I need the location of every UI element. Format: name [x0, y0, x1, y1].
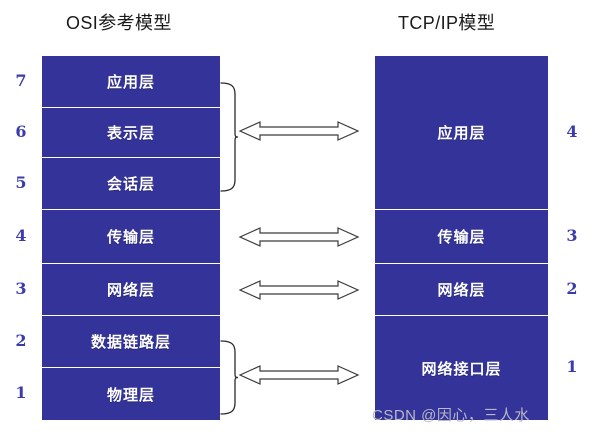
osi-layer-label: 网络层 — [106, 281, 155, 299]
tcpip-layer-stack: 应用层传输层网络层网络接口层 — [375, 56, 548, 420]
osi-layer-3[interactable]: 网络层 — [42, 264, 220, 315]
tcpip-layer-label: 网络层 — [437, 281, 486, 299]
grouping-brace-link-group — [220, 340, 240, 415]
mapping-arrow-link-group — [238, 362, 360, 388]
osi-layer-stack: 应用层表示层会话层传输层网络层数据链路层物理层 — [42, 56, 220, 420]
osi-layer-number-6: 6 — [15, 121, 27, 141]
osi-layer-number-3: 3 — [15, 278, 27, 298]
osi-layer-label: 传输层 — [106, 228, 155, 246]
tcpip-layer-label: 网络接口层 — [421, 359, 502, 378]
tcpip-layer-number-3: 3 — [566, 225, 578, 245]
osi-layer-number-4: 4 — [15, 225, 27, 245]
tcpip-layer-label: 应用层 — [437, 124, 486, 142]
tcpip-layer-4[interactable]: 应用层 — [375, 56, 548, 209]
tcpip-layer-number-1: 1 — [566, 357, 578, 376]
osi-layer-6[interactable]: 表示层 — [42, 108, 220, 157]
osi-layer-number-5: 5 — [15, 172, 27, 192]
tcpip-layer-1[interactable]: 网络接口层 — [375, 316, 548, 420]
osi-layer-label: 数据链路层 — [90, 333, 171, 351]
osi-layer-5[interactable]: 会话层 — [42, 158, 220, 209]
osi-layer-2[interactable]: 数据链路层 — [42, 316, 220, 367]
tcpip-layer-3[interactable]: 传输层 — [375, 210, 548, 263]
tcpip-layer-number-2: 2 — [566, 278, 578, 298]
osi-layer-number-7: 7 — [15, 70, 27, 90]
osi-layer-label: 物理层 — [106, 385, 155, 404]
tcpip-layer-label: 传输层 — [437, 228, 486, 246]
grouping-brace-application-group — [220, 82, 240, 192]
osi-layer-1[interactable]: 物理层 — [42, 368, 220, 420]
osi-layer-7[interactable]: 应用层 — [42, 56, 220, 107]
osi-layer-number-1: 1 — [15, 383, 27, 402]
osi-layer-number-2: 2 — [15, 330, 27, 350]
osi-layer-label: 表示层 — [106, 124, 155, 142]
tcpip-model-title: TCP/IP模型 — [398, 13, 496, 33]
osi-model-title: OSI参考模型 — [66, 13, 172, 33]
mapping-arrow-application-group — [238, 118, 360, 144]
osi-layer-4[interactable]: 传输层 — [42, 210, 220, 263]
mapping-arrow-network-pair — [238, 277, 360, 303]
mapping-arrow-transport-pair — [238, 224, 360, 250]
tcpip-layer-number-4: 4 — [566, 121, 578, 141]
osi-layer-label: 应用层 — [106, 73, 155, 91]
tcpip-layer-2[interactable]: 网络层 — [375, 264, 548, 315]
osi-layer-label: 会话层 — [106, 175, 155, 193]
